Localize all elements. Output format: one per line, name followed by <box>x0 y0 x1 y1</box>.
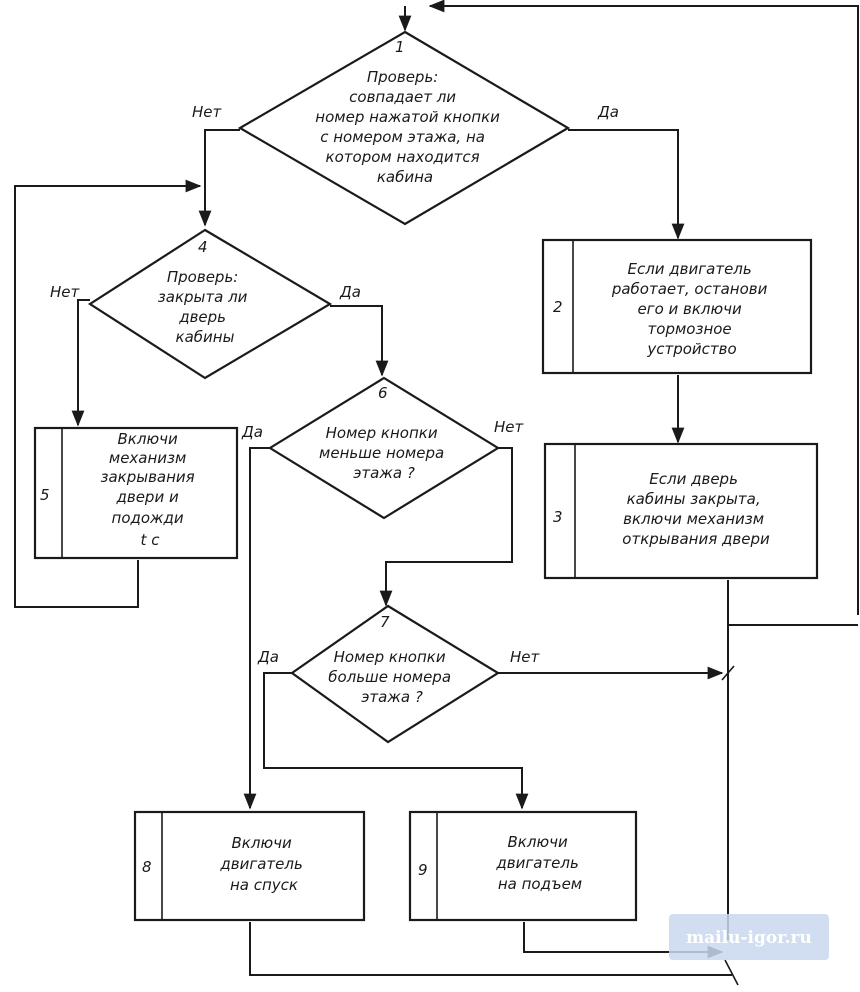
label-d1-no: Нет <box>192 103 223 121</box>
watermark: mailu-igor.ru <box>669 914 829 960</box>
label-d7-no: Нет <box>510 648 541 666</box>
block-8-text: Включи двигатель на спуск <box>219 834 307 894</box>
decision-6-text: Номер кнопки меньше номера этажа ? <box>319 424 449 482</box>
block-9-text: Включи двигатель на подъем <box>495 833 583 893</box>
decision-4-text: Проверь: закрыта ли дверь кабины <box>158 268 252 346</box>
label-d4-yes: Да <box>339 283 361 301</box>
block-2-number: 2 <box>553 298 563 316</box>
decision-1: 1 Проверь: совпадает ли номер нажатой кн… <box>237 30 571 226</box>
connectors <box>14 0 859 986</box>
block-3-number: 3 <box>553 508 563 526</box>
decision-1-number: 1 <box>395 38 405 56</box>
decision-4: 4 Проверь: закрыта ли дверь кабины <box>87 228 333 380</box>
block-5-text: Включи механизм закрывания двери и подож… <box>101 430 200 549</box>
decision-6-number: 6 <box>378 384 388 402</box>
decision-7: 7 Номер кнопки больше номера этажа ? <box>290 604 501 744</box>
branch-labels: Нет Да Нет Да Да Нет Да Нет <box>50 103 619 666</box>
decision-4-number: 4 <box>198 238 208 256</box>
block-8-number: 8 <box>142 858 152 876</box>
block-5-number: 5 <box>40 486 50 504</box>
decision-6: 6 Номер кнопки меньше номера этажа ? <box>267 376 501 520</box>
block-2-text: Если двигатель работает, останови его и … <box>611 260 772 358</box>
process-block-9: 9 Включи двигатель на подъем <box>408 810 638 922</box>
process-block-2: 2 Если двигатель работает, останови его … <box>541 238 813 375</box>
process-block-3: 3 Если дверь кабины закрыта, включи меха… <box>543 442 819 580</box>
block-3-text: Если дверь кабины закрыта, включи механи… <box>622 470 770 548</box>
label-d6-yes: Да <box>241 423 263 441</box>
label-d4-no: Нет <box>50 283 81 301</box>
label-d7-yes: Да <box>257 648 279 666</box>
label-d6-no: Нет <box>494 418 525 436</box>
process-block-5: 5 Включи механизм закрывания двери и под… <box>33 426 239 560</box>
watermark-text: mailu-igor.ru <box>686 928 812 948</box>
decision-1-text: Проверь: совпадает ли номер нажатой кноп… <box>315 68 504 186</box>
decision-7-text: Номер кнопки больше номера этажа ? <box>328 648 456 706</box>
process-block-8: 8 Включи двигатель на спуск <box>133 810 366 922</box>
block-9-number: 9 <box>418 861 428 879</box>
label-d1-yes: Да <box>597 103 619 121</box>
decision-7-number: 7 <box>380 613 390 631</box>
